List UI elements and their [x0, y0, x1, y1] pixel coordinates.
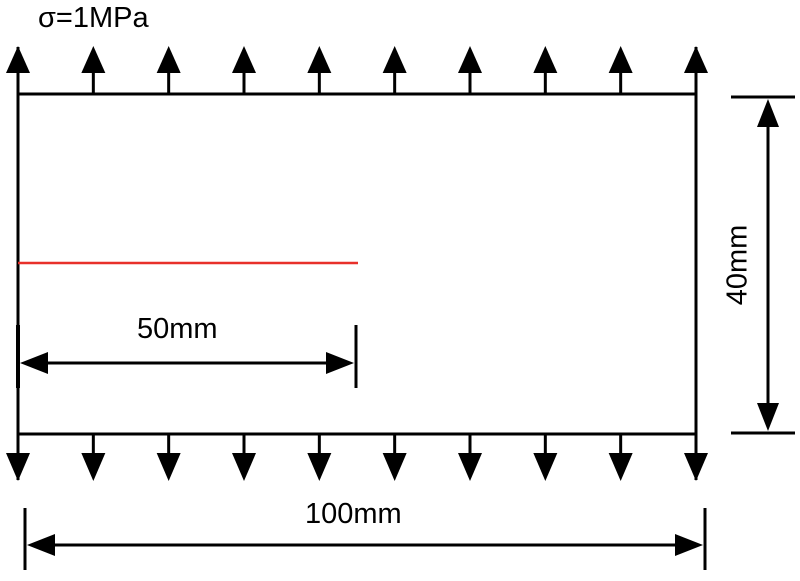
arrow-down-icon [307, 434, 332, 481]
arrow-down-icon [382, 434, 407, 481]
arrow-up-icon [6, 46, 30, 94]
arrow-up-icon [458, 46, 482, 94]
plate-width-label: 100mm [305, 498, 402, 530]
arrow-down-icon [608, 434, 633, 481]
arrowhead-down-icon [757, 403, 779, 431]
arrow-down-icon [684, 434, 708, 481]
arrow-down-icon [81, 434, 106, 481]
stress-label: σ=1MPa [38, 2, 149, 34]
arrowhead-right-icon [675, 534, 703, 556]
arrow-down-icon [6, 434, 30, 481]
arrow-up-icon [156, 46, 181, 94]
arrow-up-icon [81, 46, 106, 94]
arrow-up-icon [382, 46, 407, 94]
arrow-down-icon [232, 434, 256, 481]
arrow-up-icon [533, 46, 558, 94]
plate-height-label: 40mm [721, 224, 754, 306]
arrowhead-left-icon [27, 534, 55, 556]
plate-height-dimension [731, 95, 795, 435]
arrow-up-icon [307, 46, 332, 94]
crack-length-label: 50mm [137, 313, 218, 345]
top-load-arrows [6, 46, 708, 94]
plate-width-dimension [23, 508, 707, 570]
arrowhead-up-icon [757, 99, 779, 127]
arrowhead-left-icon [20, 352, 48, 374]
arrow-down-icon [533, 434, 558, 481]
arrow-up-icon [684, 46, 708, 94]
arrow-down-icon [458, 434, 482, 481]
bottom-load-arrows [6, 434, 708, 481]
arrow-up-icon [232, 46, 256, 94]
arrow-up-icon [608, 46, 633, 94]
arrowhead-right-icon [326, 352, 354, 374]
crack-length-dimension [16, 325, 358, 388]
arrow-down-icon [156, 434, 181, 481]
